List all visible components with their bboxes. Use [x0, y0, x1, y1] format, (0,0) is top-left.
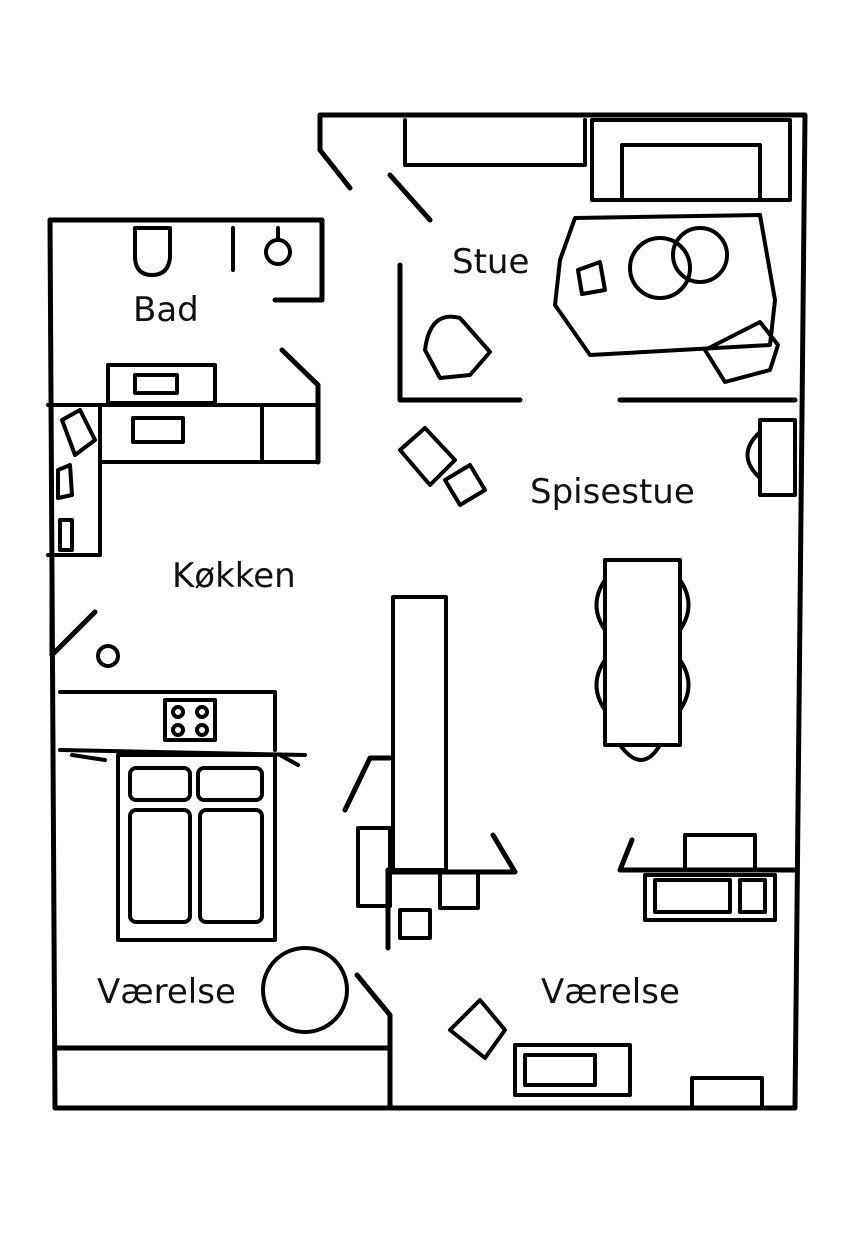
room-label-kokken: Køkken: [172, 556, 296, 596]
armchair-icon: [448, 998, 507, 1060]
sofa-icon: [403, 118, 587, 167]
dining-furniture: [594, 418, 797, 762]
room-label-bad: Bad: [133, 290, 199, 330]
bedroom-furniture: [116, 595, 777, 1110]
bed-icon: [116, 753, 277, 942]
living-room-furniture: [398, 118, 792, 507]
kitchen-sink-icon: [131, 416, 185, 444]
round-table-icon: [261, 946, 349, 1034]
kitchen-fixtures: [46, 403, 320, 767]
room-label-stue: Stue: [452, 242, 530, 282]
coffee-table-icon: [553, 213, 777, 357]
wardrobe-icon: [391, 595, 448, 872]
toilet-icon: [133, 226, 172, 277]
room-label-vaerelse-left: Værelse: [97, 972, 236, 1012]
dining-table-icon: [603, 558, 682, 747]
armchair-icon: [703, 320, 780, 384]
sofa-icon: [513, 1043, 632, 1097]
desk-icon: [643, 873, 777, 922]
room-label-spisestue: Spisestue: [530, 472, 695, 512]
shower-drain-icon: [264, 238, 292, 266]
armchair-icon: [423, 314, 492, 380]
room-label-vaerelse-right: Værelse: [541, 972, 680, 1012]
walls: [47, 112, 808, 1111]
bath-sink-icon: [106, 363, 217, 405]
stove-icon: [163, 698, 217, 742]
chair-icon: [398, 426, 487, 507]
